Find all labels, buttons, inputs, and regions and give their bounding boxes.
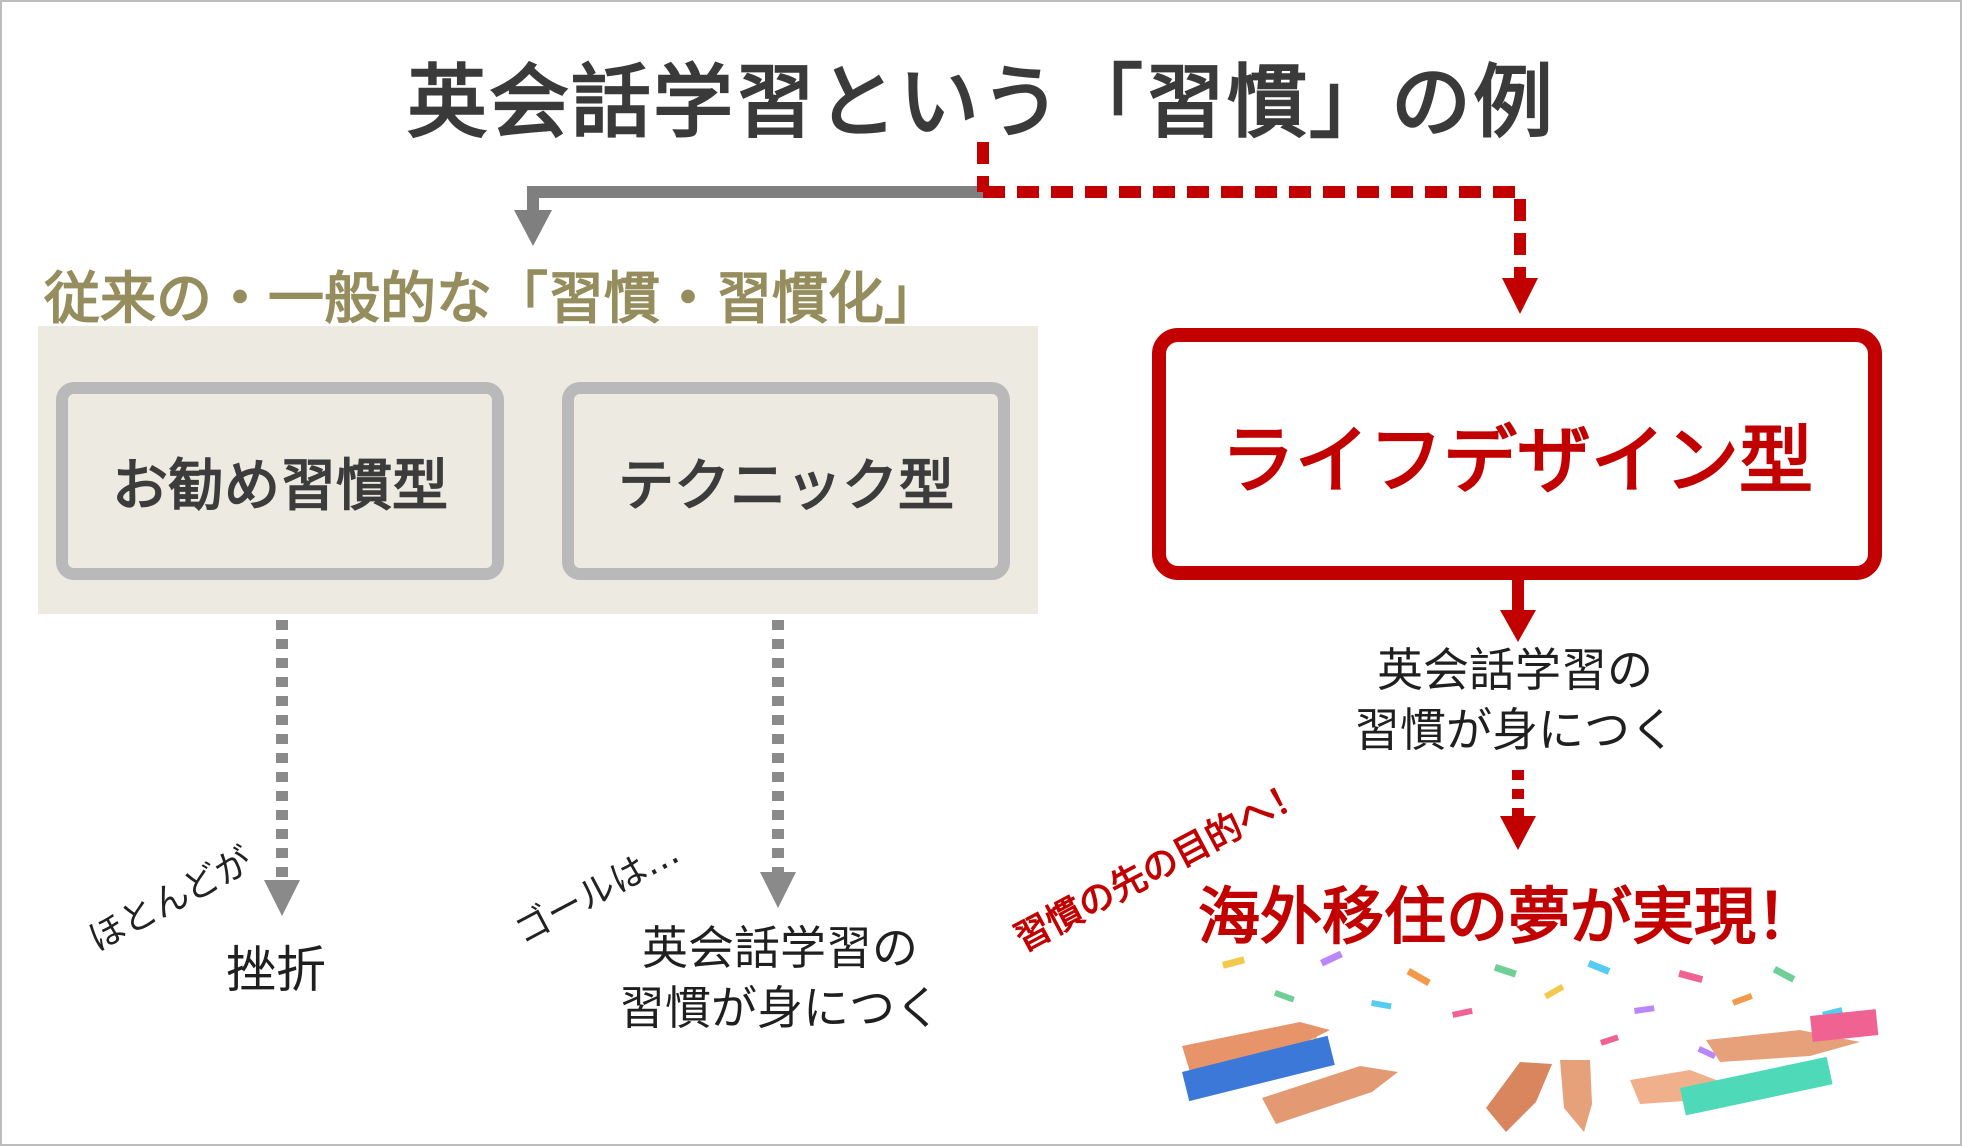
dream-realized: 海外移住の夢が実現！ xyxy=(1198,880,1819,953)
arrowhead-fail xyxy=(264,880,300,916)
lifedesign-result: 英会話学習の 習慣が身につく xyxy=(1350,640,1680,760)
hands xyxy=(1182,1009,1879,1132)
technique-type-box: テクニック型 xyxy=(562,382,1010,580)
lifedesign-type-box: ライフデザイン型 xyxy=(1152,328,1882,580)
page-title: 英会話学習という「習慣」の例 xyxy=(407,56,1555,149)
technique-result-line2: 習慣が身につく xyxy=(619,981,941,1035)
arrowhead-lifedesign-habit xyxy=(1500,610,1536,642)
conventional-heading-underlined: 従来の・一般的な xyxy=(44,267,492,335)
arrowhead-lifedesign xyxy=(1502,278,1538,314)
arrow-to-lifedesign xyxy=(983,186,1526,278)
arrowhead-conventional xyxy=(514,210,552,246)
lifedesign-result-line2: 習慣が身につく xyxy=(1354,703,1676,757)
technique-result-line1: 英会話学習の xyxy=(642,921,918,975)
technique-type-label: テクニック型 xyxy=(618,453,954,519)
arrow-to-conventional xyxy=(527,186,983,212)
lifedesign-type-label: ライフデザイン型 xyxy=(1221,417,1813,504)
lifedesign-result-line1: 英会話学習の xyxy=(1377,643,1653,697)
arrowhead-habit xyxy=(760,872,796,908)
confetti xyxy=(1222,950,1843,1060)
recommend-type-label: お勧め習慣型 xyxy=(112,453,448,519)
technique-result: 英会話学習の 習慣が身につく xyxy=(590,918,970,1038)
recommend-type-box: お勧め習慣型 xyxy=(56,382,504,580)
arrowhead-dream xyxy=(1500,816,1536,850)
recommend-result-fail: 挫折 xyxy=(226,941,326,999)
conventional-heading: 従来の・一般的な「習慣・習慣化」 xyxy=(44,254,940,335)
conventional-heading-rest: 「習慣・習慣化」 xyxy=(492,267,940,332)
